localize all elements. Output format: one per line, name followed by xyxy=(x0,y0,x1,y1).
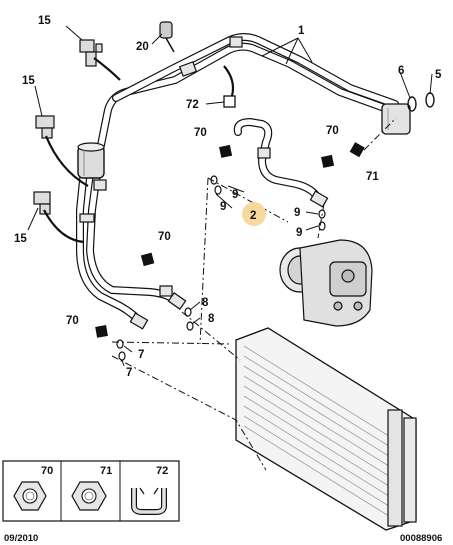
hex-nut-icon xyxy=(71,481,107,511)
highlight-circle xyxy=(242,202,266,226)
legend-box: 70 71 72 xyxy=(2,460,180,522)
expansion-valve-block xyxy=(381,103,411,135)
callout-15b: 15 xyxy=(22,75,35,87)
valve-cap-20 xyxy=(159,21,175,53)
callout-70b: 70 xyxy=(326,125,339,137)
condenser xyxy=(235,327,417,531)
marker-72 xyxy=(223,95,236,108)
legend-code-70: 70 xyxy=(41,465,53,477)
callout-9a: 9 xyxy=(232,189,238,201)
callout-70d: 70 xyxy=(66,315,79,327)
callout-7b: 7 xyxy=(126,367,132,379)
sensor-15-top xyxy=(79,39,103,67)
callout-8b: 8 xyxy=(208,313,215,325)
dashed-leaders xyxy=(111,117,397,471)
legend-code-72: 72 xyxy=(156,465,168,477)
o-ring-6 xyxy=(407,96,417,112)
callout-9c: 9 xyxy=(294,207,300,219)
legend-code-71: 71 xyxy=(100,465,112,477)
callout-15a: 15 xyxy=(38,15,51,27)
seal-rings xyxy=(116,175,326,361)
legend-item-72: 72 xyxy=(131,465,168,515)
pipe-fittings xyxy=(79,36,329,330)
callout-5: 5 xyxy=(435,69,442,81)
callout-6: 6 xyxy=(398,65,404,77)
marker-squares xyxy=(95,142,365,338)
o-ring-5 xyxy=(425,92,435,108)
callout-9d: 9 xyxy=(296,227,302,239)
clip-icon xyxy=(131,487,167,515)
hex-nut-icon xyxy=(13,481,47,511)
callout-leaders xyxy=(27,25,433,367)
compressor xyxy=(279,239,373,327)
callout-9b: 9 xyxy=(220,201,226,213)
footer-date: 09/2010 xyxy=(4,533,38,544)
legend-item-70: 70 xyxy=(13,465,53,511)
dehydrator-canister xyxy=(77,142,105,179)
callout-2: 2 xyxy=(250,210,256,222)
callout-15c: 15 xyxy=(14,233,27,245)
callout-7a: 7 xyxy=(138,349,144,361)
sensor-cables xyxy=(43,57,235,244)
callout-20: 20 xyxy=(136,41,149,53)
sensor-15-mid xyxy=(35,115,55,139)
callout-8a: 8 xyxy=(202,297,209,309)
callout-70a: 70 xyxy=(194,127,207,139)
callout-70c: 70 xyxy=(158,231,171,243)
callout-1: 1 xyxy=(298,25,305,37)
legend-item-71: 71 xyxy=(71,465,112,511)
footer-ref: 00088906 xyxy=(400,533,442,544)
callout-71: 71 xyxy=(366,171,379,183)
callout-72: 72 xyxy=(186,99,199,111)
